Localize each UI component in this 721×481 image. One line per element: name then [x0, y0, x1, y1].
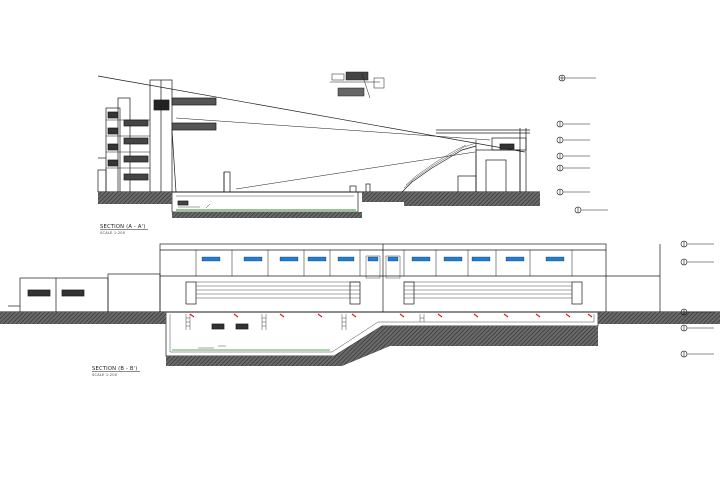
section-b-title: SECTION (B - B')	[92, 366, 137, 372]
level-marker	[556, 164, 590, 172]
level-marker	[574, 206, 608, 214]
level-marker	[680, 324, 714, 332]
roof-detail-callout	[330, 71, 385, 99]
section-b-drawing	[0, 243, 720, 357]
section-b-level-markers	[680, 240, 714, 358]
grandstand-a	[401, 128, 530, 193]
tower-block	[97, 79, 217, 193]
section-b-scale: SCALE 1:200	[92, 373, 118, 377]
level-marker	[680, 308, 714, 316]
level-marker	[556, 120, 590, 128]
clerestory-glazing	[201, 256, 565, 262]
level-marker	[558, 74, 596, 82]
level-marker	[680, 240, 714, 248]
section-a-scale: SCALE 1:200	[100, 231, 126, 235]
level-marker	[680, 350, 714, 358]
level-marker	[556, 136, 590, 144]
section-a-level-markers	[556, 74, 608, 214]
main-hall	[159, 243, 661, 313]
level-marker	[556, 188, 590, 196]
level-marker	[556, 152, 590, 160]
section-a-title: SECTION (A - A')	[100, 224, 145, 230]
section-a-drawing	[97, 71, 540, 213]
level-marker	[680, 258, 714, 266]
left-annex	[8, 273, 161, 313]
